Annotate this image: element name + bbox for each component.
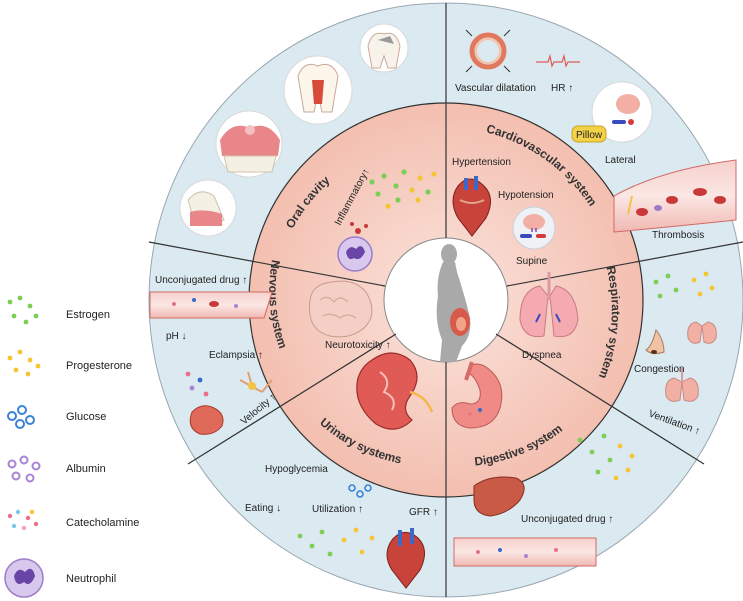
digestive-vessel-icon (453, 537, 597, 567)
estrogen-icon (7, 295, 39, 325)
swollen-gums-icon (215, 110, 283, 178)
utilization-label: Utilization ↑ (312, 504, 363, 515)
neurotoxicity-label: Neurotoxicity ↑ (325, 340, 391, 351)
legend-label: Progesterone (66, 360, 132, 372)
urinary-hormone-dots (297, 527, 375, 557)
nervous-vessel-icon (149, 291, 273, 319)
pillow-label: Pillow (576, 130, 603, 141)
legend-estrogen: Estrogen (7, 295, 110, 325)
eclampsia-label: Eclampsia ↑ (209, 350, 263, 361)
neuron-icon (239, 371, 273, 393)
supine-label: Supine (516, 256, 548, 267)
pregnant-woman-icon (436, 244, 471, 362)
oral-inner-hormone-dots (369, 169, 437, 209)
glucose-icon (7, 405, 35, 429)
nervous-molecule-dots (185, 371, 209, 397)
congestion-label: Congestion (634, 364, 685, 375)
respiratory-hormone-dots (653, 271, 715, 299)
thrombosis-vessel-icon (613, 159, 737, 233)
pillow-icon (571, 125, 607, 143)
legend-progesterone: Progesterone (7, 349, 132, 377)
hypoglycemia-label: Hypoglycemia (265, 464, 328, 475)
legend-label: Neutrophil (66, 573, 116, 585)
glucose-molecules-icon (348, 484, 372, 498)
legend-catecholamine: Catecholamine (7, 509, 139, 531)
neutrophil-icon (337, 222, 373, 272)
supine-pregnancy-icon (512, 206, 556, 250)
nose-icon (645, 328, 665, 355)
ventilation-lungs-icon (665, 368, 699, 402)
stomach-icon (451, 361, 503, 429)
gum-abscess-icon (179, 179, 237, 237)
legend: Estrogen Progesterone Glucose (4, 295, 139, 598)
dyspnea-label: Dyspnea (522, 350, 562, 361)
hypotension-label: Hypotension (498, 190, 554, 201)
legend-label: Estrogen (66, 309, 110, 321)
segment-dividers (148, 3, 743, 597)
legend-neutrophil: Neutrophil (4, 558, 116, 598)
lateral-position-icon (591, 81, 653, 143)
unconjugated-drug-right-label: Unconjugated drug ↑ (521, 514, 613, 525)
lungs-icon (519, 272, 579, 338)
legend-albumin: Albumin (7, 455, 106, 483)
small-brain-icon (189, 405, 224, 435)
legend-label: Catecholamine (66, 517, 139, 529)
gfr-label: GFR ↑ (409, 507, 438, 518)
brain-icon (308, 280, 373, 338)
heart-icon (452, 176, 491, 237)
digestive-hormone-dots (577, 433, 635, 481)
legend-label: Glucose (66, 411, 106, 423)
hr-label: HR ↑ (551, 83, 573, 94)
lateral-label: Lateral (605, 155, 636, 166)
hypertension-label: Hypertension (452, 157, 511, 168)
albumin-icon (7, 455, 41, 483)
vascular-dilatation-icon (465, 29, 511, 73)
legend-label: Albumin (66, 463, 106, 475)
kidney-icon (356, 352, 434, 430)
heart-rate-icon (536, 53, 580, 68)
neutrophil-legend-icon (4, 558, 44, 598)
thrombosis-label: Thrombosis (652, 230, 704, 241)
vascular-dilatation-label: Vascular dilatation (455, 83, 536, 94)
progesterone-icon (7, 349, 41, 377)
unconjugated-drug-left-label: Unconjugated drug ↑ (155, 275, 247, 286)
tooth-cross-section-icon (283, 55, 353, 125)
eating-label: Eating ↓ (245, 503, 281, 514)
tooth-decay-icon (359, 23, 409, 73)
ph-label: pH ↓ (166, 331, 187, 342)
legend-glucose: Glucose (7, 405, 106, 429)
liver-icon (473, 476, 525, 517)
catecholamine-icon (7, 509, 39, 531)
urinary-heart-icon (386, 528, 425, 589)
lungs-small-icon (687, 321, 717, 344)
